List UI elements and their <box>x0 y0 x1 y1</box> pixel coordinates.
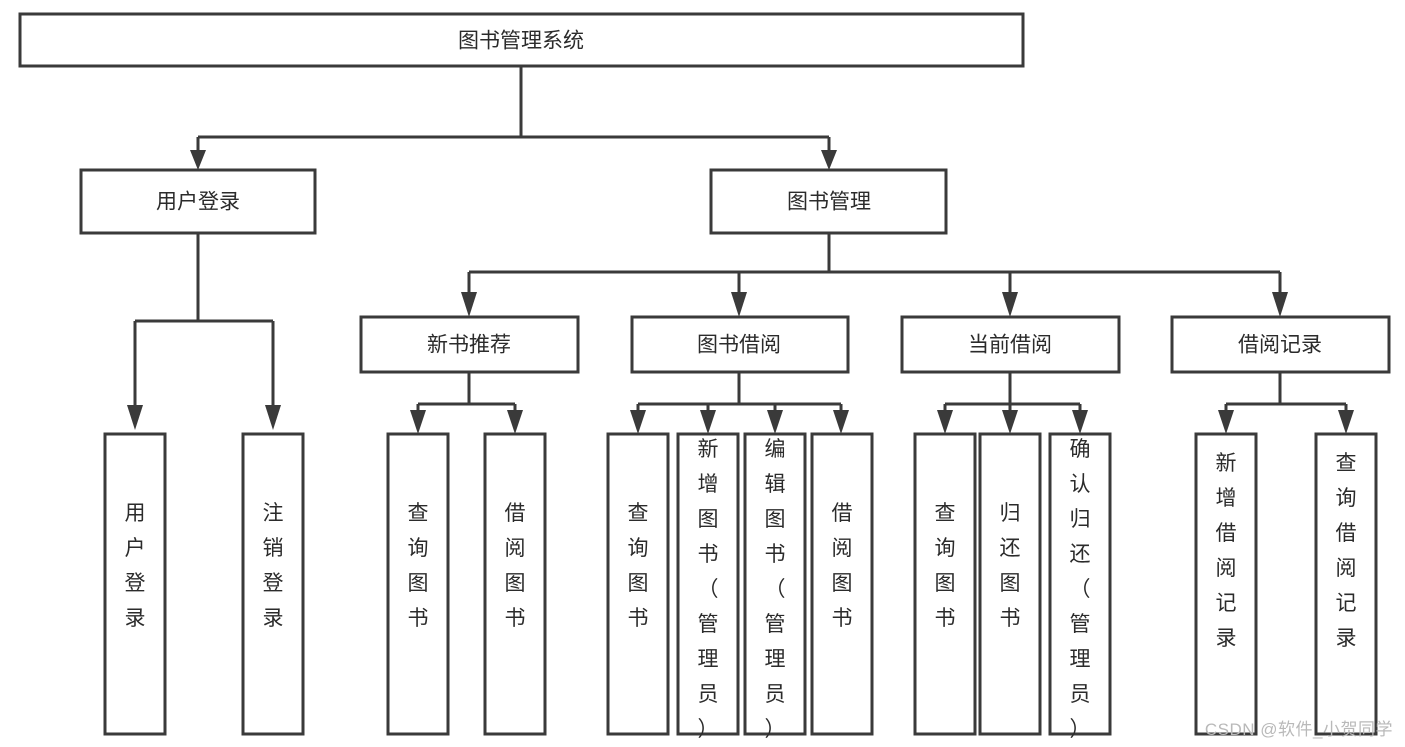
arrow-to-leaf-query-book-3 <box>937 410 953 434</box>
node-leaf-logout-label: 注销登录 <box>263 502 284 630</box>
node-leaf-add-book-label: 新增图书（管理员） <box>698 438 719 741</box>
node-leaf-add-book[interactable]: 新增图书（管理员） <box>676 432 740 741</box>
arrow-to-leaf-borrow-book-1 <box>507 410 523 434</box>
connector-group-book-manage <box>461 233 1288 317</box>
node-leaf-query-record-label: 查询借阅记录 <box>1336 452 1357 650</box>
node-leaf-return-book[interactable]: 归还图书 <box>978 432 1042 736</box>
node-leaf-logout[interactable]: 注销登录 <box>241 432 305 736</box>
node-leaf-query-book-1-box[interactable] <box>386 432 450 736</box>
node-leaf-borrow-book-1-label: 借阅图书 <box>505 502 526 630</box>
arrow-to-leaf-return-book <box>1002 410 1018 434</box>
node-leaf-add-record[interactable]: 新增借阅记录 <box>1194 432 1258 736</box>
arrow-to-leaf-edit-book <box>767 410 783 434</box>
node-user-login-label: 用户登录 <box>156 191 240 214</box>
node-new-book-rec[interactable]: 新书推荐 <box>359 315 580 374</box>
connector-group-book-borrow <box>630 372 849 434</box>
csdn-watermark: CSDN @软件_小贺同学 <box>1204 720 1393 739</box>
arrow-to-leaf-query-book-2 <box>630 410 646 434</box>
arrow-to-leaf-add-record <box>1218 410 1234 434</box>
node-leaf-borrow-book-1[interactable]: 借阅图书 <box>483 432 547 736</box>
node-leaf-borrow-book-1-box[interactable] <box>483 432 547 736</box>
connector-group-root <box>190 66 837 170</box>
node-leaf-user-login-label: 用户登录 <box>125 502 146 630</box>
connector-group-new-book-rec <box>410 372 523 434</box>
node-leaf-edit-book-box[interactable] <box>743 432 807 736</box>
node-leaf-query-book-1[interactable]: 查询图书 <box>386 432 450 736</box>
arrow-to-leaf-add-book <box>700 410 716 434</box>
node-leaf-confirm-return[interactable]: 确认归还（管理员） <box>1048 432 1112 741</box>
connector-group-borrow-record <box>1218 372 1354 434</box>
node-current-borrow-box[interactable] <box>900 315 1121 374</box>
arrow-to-leaf-confirm-return <box>1072 410 1088 434</box>
node-leaf-add-record-box[interactable] <box>1194 432 1258 736</box>
node-leaf-return-book-box[interactable] <box>978 432 1042 736</box>
arrow-to-borrow-record <box>1272 292 1288 317</box>
node-root-label: 图书管理系统 <box>458 30 584 53</box>
node-new-book-rec-label: 新书推荐 <box>427 334 511 357</box>
node-leaf-confirm-return-box[interactable] <box>1048 432 1112 736</box>
node-leaf-query-book-3-label: 查询图书 <box>935 502 956 630</box>
node-leaf-logout-box[interactable] <box>241 432 305 736</box>
node-borrow-record[interactable]: 借阅记录 <box>1170 315 1391 374</box>
node-leaf-query-book-3-box[interactable] <box>913 432 977 736</box>
node-leaf-edit-book[interactable]: 编辑图书（管理员） <box>743 432 807 741</box>
node-leaf-confirm-return-label: 确认归还（管理员） <box>1070 438 1091 741</box>
node-leaf-user-login[interactable]: 用户登录 <box>103 432 167 736</box>
node-leaf-query-record[interactable]: 查询借阅记录 <box>1314 432 1378 736</box>
node-borrow-record-box[interactable] <box>1170 315 1391 374</box>
node-new-book-rec-box[interactable] <box>359 315 580 374</box>
node-user-login[interactable]: 用户登录 <box>79 168 317 235</box>
arrow-to-book-manage <box>821 150 837 170</box>
arrow-to-leaf-user-login <box>127 405 143 430</box>
node-leaf-borrow-book-2-box[interactable] <box>810 432 874 736</box>
connector-group-current-borrow <box>937 372 1088 434</box>
node-leaf-add-record-label: 新增借阅记录 <box>1216 452 1237 650</box>
node-leaf-query-record-box[interactable] <box>1314 432 1378 736</box>
arrow-to-leaf-borrow-book-2 <box>833 410 849 434</box>
node-current-borrow[interactable]: 当前借阅 <box>900 315 1121 374</box>
node-current-borrow-label: 当前借阅 <box>968 334 1052 357</box>
node-book-borrow[interactable]: 图书借阅 <box>630 315 850 374</box>
node-book-borrow-box[interactable] <box>630 315 850 374</box>
node-leaf-borrow-book-2[interactable]: 借阅图书 <box>810 432 874 736</box>
node-leaf-user-login-box[interactable] <box>103 432 167 736</box>
arrow-to-user-login <box>190 150 206 170</box>
node-leaf-query-book-2[interactable]: 查询图书 <box>606 432 670 736</box>
node-leaf-query-book-2-label: 查询图书 <box>628 502 649 630</box>
node-root-box[interactable] <box>18 12 1025 68</box>
node-root[interactable]: 图书管理系统 <box>18 12 1025 68</box>
arrow-to-current-borrow <box>1002 292 1018 317</box>
node-book-borrow-label: 图书借阅 <box>697 334 781 357</box>
node-leaf-query-book-2-box[interactable] <box>606 432 670 736</box>
node-leaf-query-book-1-label: 查询图书 <box>408 502 429 630</box>
node-book-manage-label: 图书管理 <box>787 191 871 214</box>
node-leaf-edit-book-label: 编辑图书（管理员） <box>765 438 786 741</box>
arrow-to-leaf-query-record <box>1338 410 1354 434</box>
node-leaf-borrow-book-2-label: 借阅图书 <box>832 502 853 630</box>
arrow-to-leaf-logout <box>265 405 281 430</box>
node-book-manage-box[interactable] <box>709 168 948 235</box>
node-leaf-add-book-box[interactable] <box>676 432 740 736</box>
node-leaf-query-book-3[interactable]: 查询图书 <box>913 432 977 736</box>
node-borrow-record-label: 借阅记录 <box>1238 334 1322 357</box>
arrow-to-leaf-query-book-1 <box>410 410 426 434</box>
arrow-to-new-book-rec <box>461 292 477 317</box>
node-book-manage[interactable]: 图书管理 <box>709 168 948 235</box>
connector-group-user-login <box>127 233 281 430</box>
arrow-to-book-borrow <box>731 292 747 317</box>
node-user-login-box[interactable] <box>79 168 317 235</box>
node-leaf-return-book-label: 归还图书 <box>1000 502 1021 630</box>
